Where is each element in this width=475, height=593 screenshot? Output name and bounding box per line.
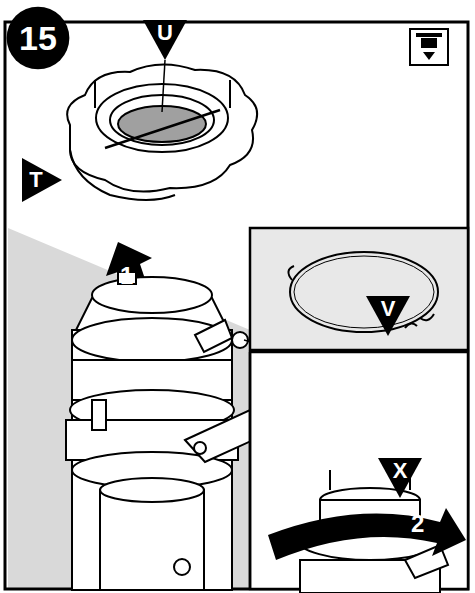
leader-line	[162, 60, 165, 112]
mount-icon	[410, 29, 448, 65]
inset-panel	[250, 352, 468, 589]
callout-triangle: T	[22, 158, 62, 202]
step-number: 15	[19, 21, 57, 55]
mounting-flange	[67, 64, 257, 200]
callout-letter: T	[29, 169, 42, 191]
callout-triangle: X	[378, 458, 422, 498]
rotation-arrow	[268, 508, 466, 560]
callout-letter: X	[393, 460, 408, 482]
wall-shade	[8, 228, 250, 590]
step-frame	[5, 22, 468, 589]
inset-panel	[250, 228, 468, 350]
callout-number: 1	[120, 264, 133, 288]
step-number-badge: 15	[6, 6, 70, 70]
snap-ring	[288, 252, 438, 332]
callout-letter: U	[157, 22, 173, 44]
callout-triangle: V	[366, 296, 410, 336]
callout-triangle: U	[143, 20, 187, 60]
panel-edge	[249, 352, 252, 589]
callout-letter: V	[381, 298, 396, 320]
callout-number: 2	[411, 512, 424, 536]
